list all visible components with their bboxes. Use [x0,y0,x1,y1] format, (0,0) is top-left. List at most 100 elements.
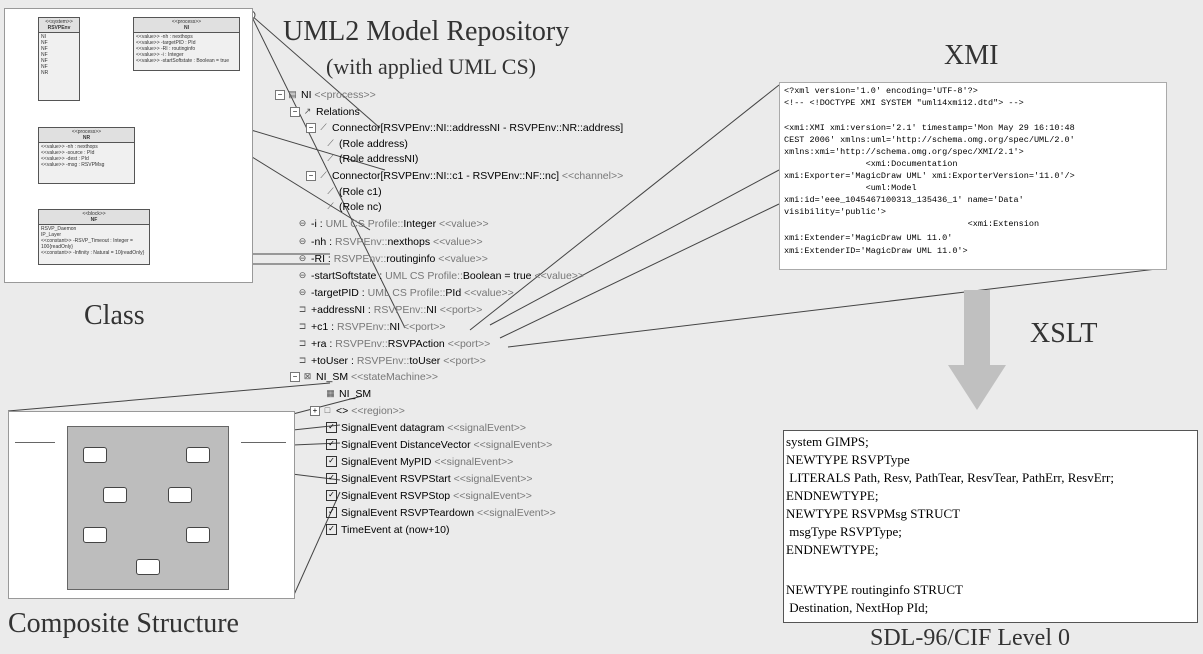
tree-node-connector[interactable]: − ⟋ Connector[RSVPEnv::NI::addressNI - R… [306,119,623,136]
tree-node-port[interactable]: ⊐ +c1 : RSVPEnv::NI <<port>> [298,318,446,335]
node-type: RSVPEnv:: [373,303,427,316]
node-name: -nh : [311,235,333,248]
tree-node-attribute[interactable]: ⊖ -startSoftstate : UML CS Profile::Bool… [298,267,584,284]
part-node [136,559,160,575]
tree-node-event[interactable]: ✓ SignalEvent RSVPTeardown <<signalEvent… [326,504,556,521]
expand-icon[interactable]: + [310,405,320,416]
sdl-label: SDL-96/CIF Level 0 [870,625,1070,651]
code-line: Destination, NextHop PId; [786,600,929,615]
node-name: SignalEvent DistanceVector [341,438,471,451]
relations-icon: ↗ [303,106,312,116]
class-item: NF [41,64,48,70]
node-name: NI_SM [339,387,372,400]
tree-node-root[interactable]: − ▤ NI <<process>> [275,86,376,103]
tree-node-role[interactable]: ⟋ (Role c1) [326,183,381,200]
class-item: <<value>> -nh : nexthops [136,34,193,40]
attribute-icon: ⊖ [298,236,307,246]
tree-node-statemachine[interactable]: − ⊠ NI_SM <<stateMachine>> [290,368,438,385]
node-type-name: routinginfo [386,252,436,265]
tree-node-diagram[interactable]: ▦ NI_SM [326,385,371,402]
code-line: NEWTYPE RSVPType [786,452,910,467]
node-name: +addressNI : [311,303,371,316]
tree-node-event[interactable]: ✓ SignalEvent RSVPStart <<signalEvent>> [326,470,532,487]
port-icon: ⊐ [298,304,307,314]
tree-node-port[interactable]: ⊐ +addressNI : RSVPEnv::NI <<port>> [298,301,483,318]
code-line: xmlns:xmi='http://schema.omg.org/spec/XM… [784,147,1024,157]
role-icon: ⟋ [327,138,334,148]
port-icon: ⊐ [298,355,307,365]
node-name: +toUser : [311,354,354,367]
tree-node-attribute[interactable]: ⊖ -i : UML CS Profile::Integer <<value>> [298,215,489,232]
tree-node-connector[interactable]: − ⟋ Connector[RSVPEnv::NI::c1 - RSVPEnv:… [306,167,623,184]
code-line: NEWTYPE routinginfo STRUCT [786,582,963,597]
class-item: NF [41,58,48,64]
tree-node-event[interactable]: ✓ SignalEvent DistanceVector <<signalEve… [326,436,552,453]
event-checkbox-icon: ✓ [326,490,337,501]
tree-node-port[interactable]: ⊐ +toUser : RSVPEnv::toUser <<port>> [298,352,486,369]
class-name: RSVPEnv [47,25,71,31]
code-line: <xmi:Extension [784,219,1040,229]
node-type: UML CS Profile:: [367,286,446,299]
tree-node-attribute[interactable]: ⊖ -nh : RSVPEnv::nexthops <<value>> [298,233,483,250]
code-line: LITERALS Path, Resv, PathTear, ResvTear,… [786,470,1114,485]
node-stereotype: <<signalEvent>> [453,472,533,485]
node-name: <> [336,404,349,417]
node-name: TimeEvent at (now+10) [341,523,450,536]
node-name: SignalEvent MyPID [341,455,432,468]
role-icon: ⟋ [327,153,334,163]
event-checkbox-icon: ✓ [326,439,337,450]
node-stereotype: <<signalEvent>> [473,438,553,451]
tree-node-event[interactable]: ✓ TimeEvent at (now+10) [326,521,449,538]
tree-node-port[interactable]: ⊐ +ra : RSVPEnv::RSVPAction <<port>> [298,335,491,352]
part-node [83,527,107,543]
node-stereotype: <<value>> [464,286,514,299]
node-type: RSVPEnv:: [356,354,410,367]
attribute-icon: ⊖ [298,270,307,280]
tree-node-event[interactable]: ✓ SignalEvent RSVPStop <<signalEvent>> [326,487,532,504]
connector-icon: ⟋ [320,122,327,132]
node-name: +c1 : [311,320,335,333]
node-name: -startSoftstate : [311,269,383,282]
tree-node-role[interactable]: ⟋ (Role address) [326,135,408,152]
stereotype: <<process>> [171,19,202,25]
node-name: SignalEvent RSVPStart [341,472,451,485]
collapse-icon[interactable]: − [290,106,300,117]
node-stereotype: <<value>> [438,252,488,265]
collapse-icon[interactable]: − [306,122,316,133]
collapse-icon[interactable]: − [306,170,316,181]
tree-node-region[interactable]: + □ <> <<region>> [310,402,405,419]
code-line: visibility='public'> [784,207,887,217]
tree-node-relations[interactable]: − ↗ Relations [290,103,360,120]
node-name: -targetPID : [311,286,365,299]
node-stereotype: <<port>> [447,337,491,350]
class-name: NR [82,135,91,141]
class-item: <<value>> -i : Integer [136,52,184,58]
collapse-icon[interactable]: − [275,89,285,100]
tree-node-role[interactable]: ⟋ (Role nc) [326,198,381,215]
class-item: NF [41,46,48,52]
tree-node-event[interactable]: ✓ SignalEvent MyPID <<signalEvent>> [326,453,513,470]
class-item: NF [41,52,48,58]
node-type-name: NI [389,320,401,333]
class-item: <<value>> -nh : nexthops [41,144,98,150]
node-name: SignalEvent RSVPStop [341,489,451,502]
class-diagram-panel: <<system>>RSVPEnv NI NF NF NF NF NF NR <… [4,8,253,283]
composite-frame [67,426,229,590]
tree-node-event[interactable]: ✓ SignalEvent datagram <<signalEvent>> [326,419,526,436]
node-type-name: Integer [403,217,437,230]
tree-node-attribute[interactable]: ⊖ -targetPID : UML CS Profile::PId <<val… [298,284,514,301]
node-type: RSVPEnv:: [335,337,388,350]
node-type: RSVPEnv:: [333,252,387,265]
tree-node-role[interactable]: ⟋ (Role addressNI) [326,150,418,167]
env-node-right [241,432,286,443]
xmi-label: XMI [944,40,999,71]
sdl-code-panel: system GIMPS; NEWTYPE RSVPType LITERALS … [783,430,1198,623]
collapse-icon[interactable]: − [290,371,300,382]
part-node [103,487,127,503]
code-line: xmi:id='eee_1045467100313_135436_1' name… [784,195,1024,205]
class-box-rsvpenv: <<system>>RSVPEnv NI NF NF NF NF NF NR [38,17,80,101]
node-type: UML CS Profile:: [385,269,463,282]
node-type-name: PId [445,286,462,299]
tree-node-attribute[interactable]: ⊖ -RI : RSVPEnv::routinginfo <<value>> [298,250,488,267]
node-name: Connector[RSVPEnv::NI::addressNI - RSVPE… [332,121,624,134]
